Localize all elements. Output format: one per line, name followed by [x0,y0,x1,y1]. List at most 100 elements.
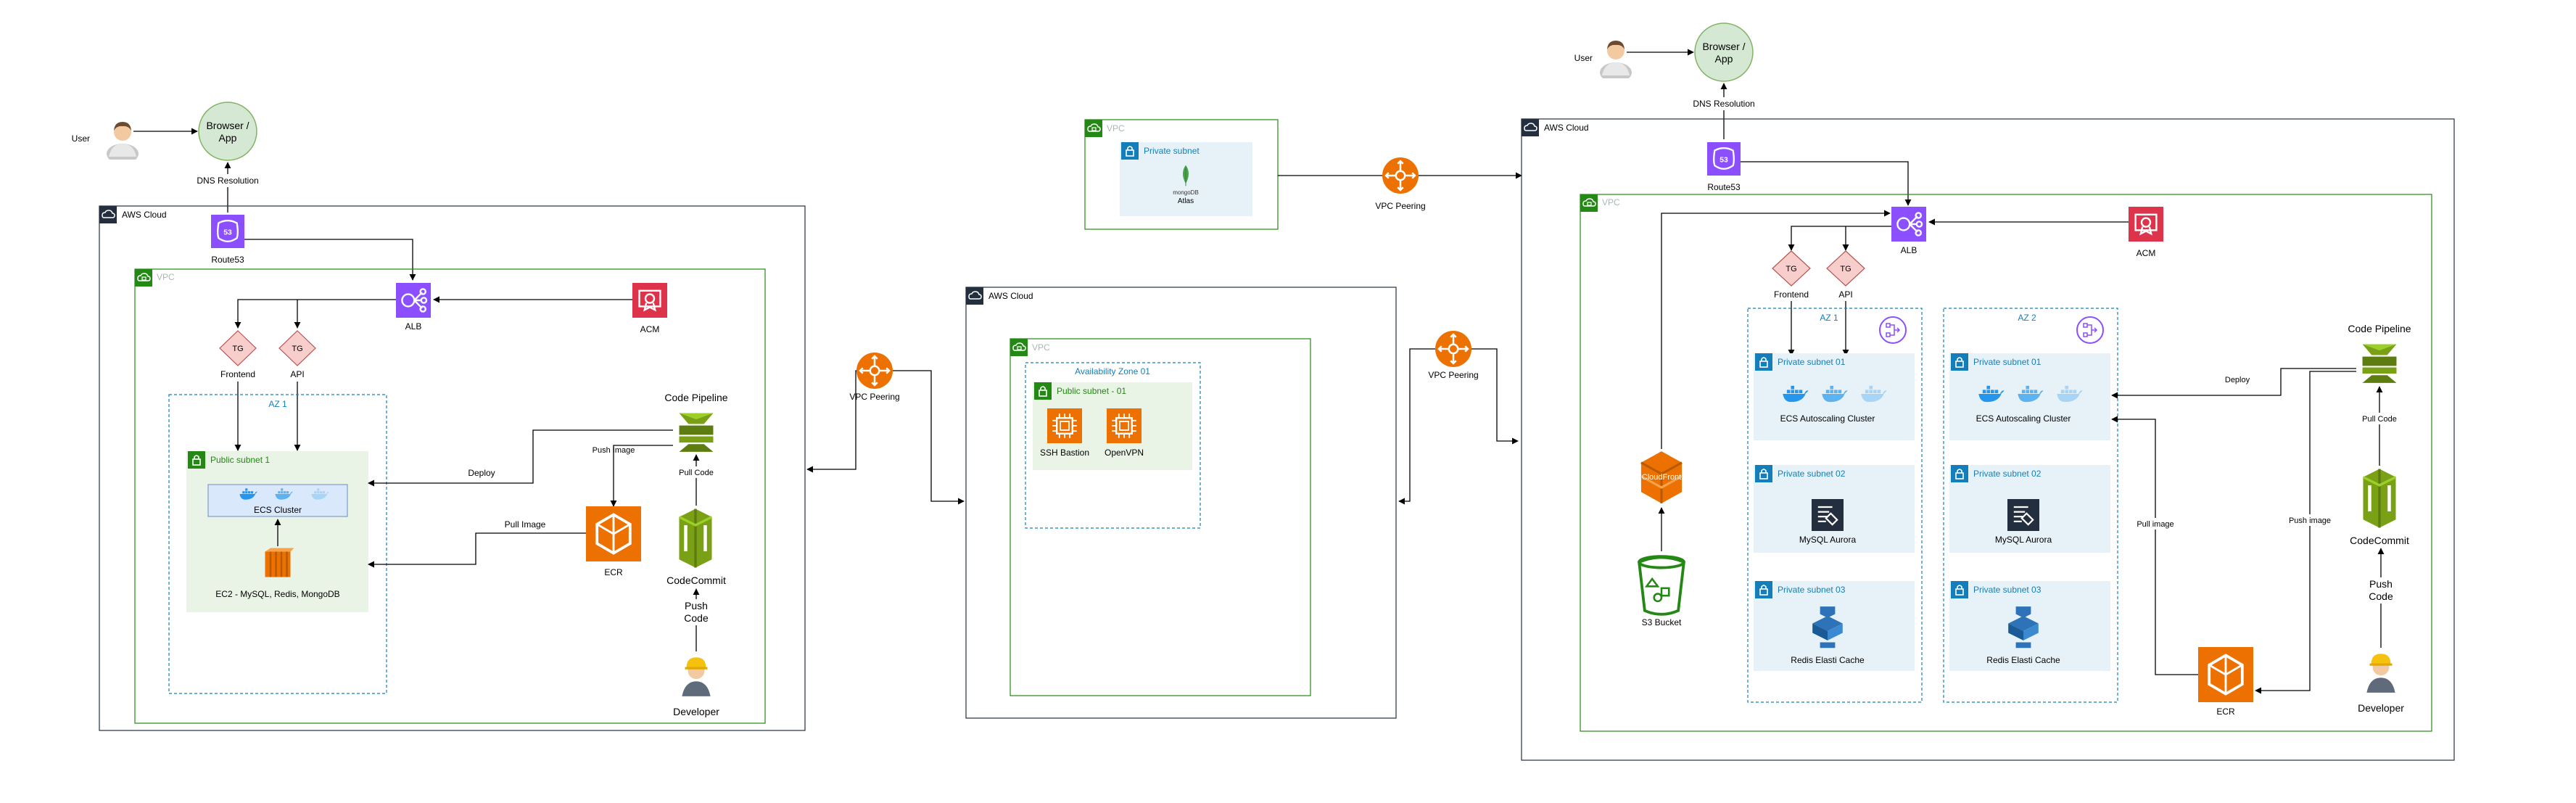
dns-label-bg [1691,97,1756,110]
right-ecr-label: ECR [2216,707,2235,717]
openvpn-label: OpenVPN [1105,448,1144,458]
acm-icon[interactable] [632,283,667,318]
aws-cloud-label: AWS Cloud [122,210,167,220]
autoscaling-group-icon [1879,316,1907,344]
az2-ps01-label: Private subnet 01 [1973,357,2042,367]
vpc-label: VPC [157,272,175,282]
vpc-icon [1010,339,1028,356]
right-deploy-label: Deploy [2225,376,2250,384]
right-user-label: User [1574,53,1593,63]
right-route53-label: Route53 [1707,182,1741,192]
vpc-peering-icon[interactable] [1435,331,1471,367]
ecr-icon[interactable] [2198,647,2253,702]
az2-ps02-label: Private subnet 02 [1973,469,2042,479]
ssh-bastion-icon[interactable] [1047,408,1082,443]
vpc-peering-icon[interactable] [1382,157,1419,194]
pull-code-label: Pull Code [679,469,714,477]
deploy-edge [2111,368,2356,399]
aurora-icon[interactable] [1812,499,1844,531]
vpc-peering-3-label: VPC Peering [1375,201,1425,211]
right-browser-label-line1: Browser / [1702,41,1745,52]
push-image-edge [610,445,673,507]
tg-frontend-node[interactable] [1772,250,1811,287]
code-pipeline-icon[interactable] [679,413,714,452]
middle-public-subnet-label: Public subnet - 01 [1057,386,1126,396]
browser-app-node[interactable] [1694,22,1754,82]
s3-label: S3 Bucket [1642,617,1682,627]
right-az1-group [1747,308,1923,703]
vpc-peering-middle: VPC Peering [1398,331,1519,505]
ecr-icon[interactable] [586,506,641,561]
right-az2-group [1943,308,2118,703]
middle-aws-cloud-group [965,287,1397,719]
right-push-code-line2: Code [2369,590,2393,602]
tg-api-node[interactable] [278,330,316,366]
user-avatar-icon [107,122,139,160]
tg-frontend-label: TG [232,345,243,353]
browser-label-line2: App [219,132,237,144]
cloudfront-label: CloudFront [1642,473,1681,482]
push-code-bg [2364,577,2398,604]
public-subnet-1-label: Public subnet 1 [210,455,270,465]
right-dns-label: DNS Resolution [1693,99,1754,109]
az2-redis-label: Redis Elasti Cache [1986,655,2060,665]
tg-api-node[interactable] [1826,250,1865,287]
subnet-lock-icon [1755,353,1772,371]
user-avatar-icon [1600,41,1632,78]
right-codecommit-label: CodeCommit [2350,535,2409,546]
middle-az-group [1025,362,1201,529]
right-alb-label: ALB [1901,245,1917,255]
codecommit-icon[interactable] [2364,469,2396,528]
route53-icon[interactable] [1707,142,1741,176]
middle-system: AWS Cloud VPC Availability Zone 01 Publi… [965,287,1397,719]
tg-frontend-node[interactable] [219,330,257,366]
subnet-lock-icon [1951,465,1968,482]
ecr-label: ECR [604,567,623,577]
az1-label: AZ 1 [268,399,287,409]
ec2-icon[interactable] [264,547,295,578]
right-az1-label: AZ 1 [1820,313,1838,323]
code-pipeline-icon[interactable] [2362,344,2397,383]
right-push-code-line1: Push [2369,578,2393,590]
right-pull-image-label: Pull image [2137,520,2174,529]
subnet-lock-icon [1951,581,1968,598]
az1-ps01-label: Private subnet 01 [1778,357,1846,367]
vpc-peering-icon[interactable] [856,353,893,389]
left-system: User Browser / App DNS Resolution AWS Cl… [72,102,806,731]
s3-bucket-icon[interactable] [1638,555,1685,616]
route53-label: Route53 [211,255,244,265]
right-system: User Browser / App DNS Resolution AWS Cl… [1521,22,2455,761]
codecommit-label: CodeCommit [666,575,726,586]
ecs-cluster-box[interactable] [207,484,348,517]
developer-icon [2366,654,2395,693]
vpc-peering-atlas: VPC Peering [1278,157,1522,211]
deploy-label: Deploy [468,468,495,478]
pull-code-bg [676,466,717,478]
az2-mysql-label: MySQL Aurora [1995,535,2052,545]
browser-app-node[interactable] [198,102,257,161]
middle-vpc-group [1010,338,1311,696]
dns-label-bg [196,174,261,187]
alb-to-frontend-tg-edge [1788,226,1891,251]
route53-icon[interactable] [211,215,244,248]
openvpn-icon[interactable] [1107,408,1142,443]
alb-icon[interactable] [1891,207,1926,242]
right-tg-api-label: TG [1840,265,1851,273]
az1-group [168,394,387,694]
right-code-pipeline-label: Code Pipeline [2348,323,2411,334]
atlas-vpc-group [1084,119,1279,230]
push-code-line2: Code [684,612,709,624]
middle-az-label: Availability Zone 01 [1075,366,1150,376]
acm-icon[interactable] [2129,207,2163,242]
codecommit-icon[interactable] [680,509,712,568]
pull-image-bg [2134,518,2177,530]
right-developer-label: Developer [2358,702,2404,714]
alb-icon[interactable] [396,283,431,318]
aurora-icon[interactable] [2007,499,2039,531]
vpc-peering-2-label: VPC Peering [1428,370,1478,380]
pull-code-bg [2359,413,2400,424]
user-label: User [72,133,90,144]
vpc-peering-left: VPC Peering [806,353,965,505]
subnet-lock-icon [1755,465,1772,482]
